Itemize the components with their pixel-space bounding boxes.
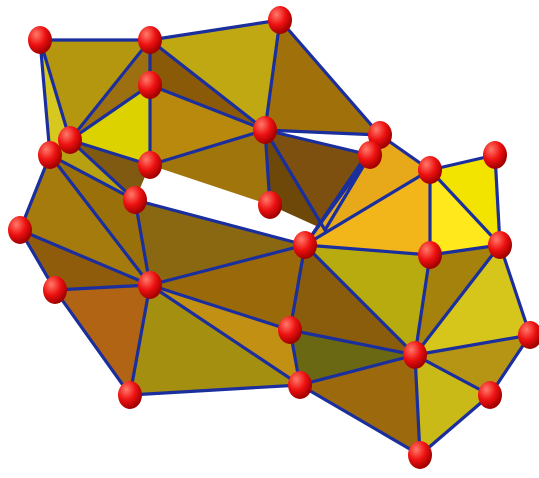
face-20 xyxy=(150,245,305,330)
edge-17 xyxy=(263,128,382,137)
vertex-2 xyxy=(268,6,292,34)
vertex-13 xyxy=(43,276,67,304)
edge-32 xyxy=(498,243,532,337)
face-21 xyxy=(305,135,430,245)
face-9 xyxy=(265,20,380,135)
edge-1 xyxy=(148,18,282,42)
vertex-14 xyxy=(138,271,162,299)
edge-14 xyxy=(48,153,152,287)
face-0 xyxy=(40,40,150,140)
edge-44 xyxy=(53,288,132,397)
vertex-9 xyxy=(358,141,382,169)
edge-2 xyxy=(38,38,72,142)
edge-27 xyxy=(493,153,502,247)
face-5 xyxy=(50,140,135,200)
face-28 xyxy=(415,245,530,355)
edge-43 xyxy=(53,283,152,292)
face-10 xyxy=(265,130,370,230)
edge-9 xyxy=(148,83,267,132)
vertex-18 xyxy=(488,231,512,259)
vertex-22 xyxy=(278,316,302,344)
edge-18 xyxy=(263,128,372,157)
edge-16 xyxy=(278,18,382,137)
vertex-6 xyxy=(138,151,162,179)
face-25 xyxy=(305,245,430,355)
edge-37 xyxy=(288,243,307,332)
face-18 xyxy=(130,285,300,395)
edge-36 xyxy=(303,243,417,357)
vertex-7 xyxy=(253,116,277,144)
edge-3 xyxy=(38,38,52,157)
face-16 xyxy=(55,285,150,395)
face-6 xyxy=(150,20,280,130)
edge-41 xyxy=(18,228,152,287)
face-26 xyxy=(290,245,415,355)
vertex-24 xyxy=(118,381,142,409)
vertex-1 xyxy=(138,26,162,54)
edge-28 xyxy=(428,168,502,247)
edge-39 xyxy=(133,198,307,247)
vertex-15 xyxy=(293,231,317,259)
edge-25 xyxy=(303,153,372,247)
edge-55 xyxy=(413,333,532,357)
vertex-5 xyxy=(38,141,62,169)
edge-48 xyxy=(128,383,302,397)
face-4 xyxy=(70,140,150,200)
vertex-10 xyxy=(258,191,282,219)
edge-21 xyxy=(263,128,327,232)
face-14 xyxy=(20,155,150,285)
face-22 xyxy=(305,170,430,255)
edge-46 xyxy=(148,283,292,332)
face-8 xyxy=(150,85,265,165)
vertex-19 xyxy=(418,241,442,269)
vertex-17 xyxy=(483,141,507,169)
face-31 xyxy=(415,355,490,455)
face-19 xyxy=(135,200,305,285)
edge-45 xyxy=(128,283,152,397)
vertex-0 xyxy=(28,26,52,54)
vertex-11 xyxy=(123,186,147,214)
vertex-3 xyxy=(138,71,162,99)
edge-6 xyxy=(148,38,267,132)
edge-52 xyxy=(298,383,422,457)
vertices-layer xyxy=(8,6,539,469)
edge-11 xyxy=(68,138,137,202)
vertex-16 xyxy=(418,156,442,184)
vertex-26 xyxy=(408,441,432,469)
edge-38 xyxy=(148,243,307,287)
edge-10 xyxy=(68,138,152,167)
vertex-20 xyxy=(518,321,539,349)
edge-57 xyxy=(418,393,492,457)
face-30 xyxy=(300,355,420,455)
edge-35 xyxy=(413,253,432,357)
edge-47 xyxy=(148,283,302,387)
edge-34 xyxy=(303,243,432,257)
vertex-23 xyxy=(288,371,312,399)
edge-33 xyxy=(413,243,502,357)
edge-50 xyxy=(288,328,417,357)
edge-30 xyxy=(303,168,432,247)
edge-4 xyxy=(68,38,152,142)
edge-40 xyxy=(133,198,152,287)
vertex-21 xyxy=(403,341,427,369)
vertex-12 xyxy=(8,216,32,244)
face-23 xyxy=(430,155,500,245)
face-12 xyxy=(150,130,270,205)
edge-20 xyxy=(148,128,267,167)
face-24 xyxy=(430,170,500,255)
edge-51 xyxy=(298,353,417,387)
edge-12 xyxy=(48,153,137,202)
edge-53 xyxy=(413,353,422,457)
edge-15 xyxy=(263,18,282,132)
vertex-25 xyxy=(478,381,502,409)
face-29 xyxy=(290,330,415,385)
edge-54 xyxy=(413,353,492,397)
vertex-4 xyxy=(58,126,82,154)
edge-7 xyxy=(68,83,152,142)
